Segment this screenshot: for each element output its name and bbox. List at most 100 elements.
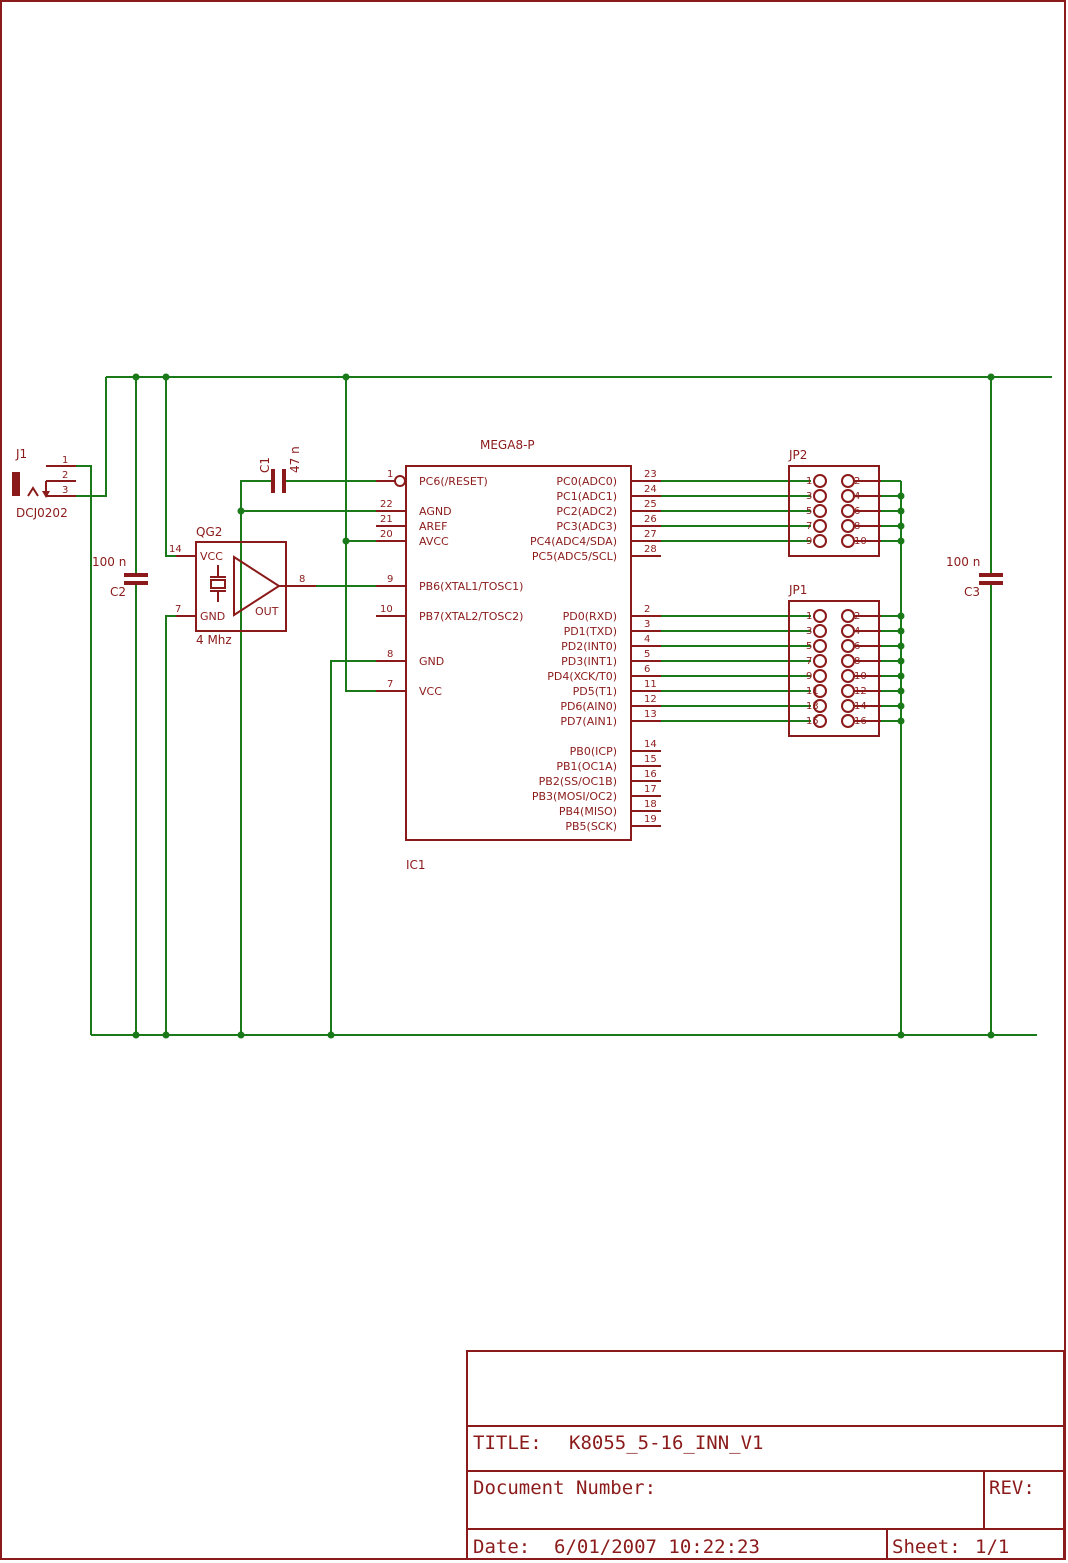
junction-dot (132, 1031, 140, 1039)
jp1-pin-odd (813, 624, 827, 638)
ic1-left-pin-number: 22 (380, 499, 393, 510)
ic1-right-pin-label: PC3(ADC3) (556, 520, 617, 533)
c1-name: C1 (258, 457, 272, 473)
junction-dot (897, 507, 905, 515)
j1-connector: J1 DCJ0202 1 2 3 (12, 447, 76, 520)
j1-vcc-wire (76, 377, 107, 497)
ic1-left-pin-label: PB6(XTAL1/TOSC1) (419, 580, 523, 593)
jp1-pin-number: 15 (806, 716, 819, 727)
ic1-right-pin-number: 16 (644, 769, 657, 780)
jp1-pin-odd (813, 699, 827, 713)
c2-name: C2 (110, 585, 126, 599)
qg2-gnd-wire (165, 615, 196, 1035)
jp1-pin-number: 11 (806, 686, 819, 697)
ic1-right-pin-label: PB2(SS/OC1B) (539, 775, 617, 788)
ic1-right-pin-label: PC0(ADC0) (556, 475, 617, 488)
junction-dot (987, 373, 995, 381)
junction-dot (897, 627, 905, 635)
jp2-pin-odd (813, 519, 827, 533)
ic1-left-pin-label: AGND (419, 505, 452, 518)
jp2-pin-number: 7 (806, 521, 812, 532)
jp1-pin-number: 7 (806, 656, 812, 667)
ic1-left-pin-number: 8 (387, 649, 393, 660)
ic1-right-pin-label: PD2(INT0) (561, 640, 617, 653)
doc-number-label: Document Number: (473, 1477, 656, 1499)
jp1-pin-even (841, 669, 855, 683)
ic1-left-pin-label: AVCC (419, 535, 449, 548)
c1-left-wire (240, 480, 271, 1035)
junction-dot (897, 657, 905, 665)
avcc-vcc-wire (345, 377, 376, 692)
ic1-right-pin-label: PD1(TXD) (564, 625, 617, 638)
ic1-right-pin-number: 27 (644, 529, 657, 540)
jp1-pin-number: 3 (806, 626, 812, 637)
ic1-right-pins: 23PC0(ADC0)24PC1(ADC1)25PC2(ADC2)26PC3(A… (530, 469, 661, 833)
junction-dot (327, 1031, 335, 1039)
junction-dot (897, 612, 905, 620)
qg2-pin-vcc: 14 (169, 544, 182, 555)
junctions (132, 373, 995, 1039)
ic1-left-pin-label: VCC (419, 685, 442, 698)
c3-name: C3 (964, 585, 980, 599)
jp2-name: JP2 (788, 448, 807, 462)
ic1-right-pin-number: 13 (644, 709, 657, 720)
ic1-right-pin-number: 15 (644, 754, 657, 765)
j1-pin-2: 2 (62, 470, 68, 481)
junction-dot (237, 507, 245, 515)
junction-dot (897, 702, 905, 710)
jp2-pin-even (841, 474, 855, 488)
ic1-right-pin-label: PD3(INT1) (561, 655, 617, 668)
ic1-right-pin-label: PC5(ADC5/SCL) (532, 550, 617, 563)
ic1-right-pin-label: PB5(SCK) (565, 820, 617, 833)
ic1-left-pins: 1PC6(/RESET)22AGND21AREF20AVCC9PB6(XTAL1… (376, 469, 523, 698)
ic1-right-pin-number: 26 (644, 514, 657, 525)
jp1-name: JP1 (788, 583, 807, 597)
ic1-right-pin-number: 25 (644, 499, 657, 510)
junction-dot (897, 687, 905, 695)
wires (76, 373, 1052, 1039)
jp1-pin-number: 1 (806, 611, 812, 622)
jp1-pin-number: 4 (854, 626, 860, 637)
ic1-left-pin-number: 9 (387, 574, 393, 585)
junction-dot (987, 1031, 995, 1039)
ic-gnd-wire (330, 660, 376, 1035)
ic1-left-pin-label: GND (419, 655, 444, 668)
ic1-left-pin-number: 10 (380, 604, 393, 615)
ic1-right-pin-label: PC1(ADC1) (556, 490, 617, 503)
junction-dot (897, 717, 905, 725)
ic1-left-pin-number: 7 (387, 679, 393, 690)
qg2-gnd-label: GND (200, 610, 225, 623)
ic1-value: MEGA8-P (480, 438, 535, 452)
ic1-left-pin-number: 20 (380, 529, 393, 540)
jp2-pin-number: 3 (806, 491, 812, 502)
qg2-oscillator: QG2 4 Mhz VCC GND OUT 14 7 8 (169, 525, 316, 647)
c2-capacitor: 100 n C2 (92, 555, 148, 599)
jp2-pin-number: 5 (806, 506, 812, 517)
ic1-name: IC1 (406, 858, 426, 872)
jp2-pin-odd (813, 474, 827, 488)
ic1-left-pin-label: AREF (419, 520, 447, 533)
date-value: 6/01/2007 10:22:23 (554, 1536, 760, 1558)
j1-pin-1: 1 (62, 455, 68, 466)
qg2-vcc-wire (165, 377, 196, 557)
c3-value: 100 n (946, 555, 980, 569)
jp1-pin-number: 13 (806, 701, 819, 712)
junction-dot (897, 522, 905, 530)
jp1-pin-even (841, 699, 855, 713)
j1-pin-3: 3 (62, 485, 68, 496)
sheet-label: Sheet: (892, 1536, 961, 1558)
jp2-pin-number: 2 (854, 476, 860, 487)
jp1-pin-even (841, 609, 855, 623)
j1-name: J1 (15, 447, 27, 461)
junction-dot (897, 492, 905, 500)
ic1-right-pin-number: 24 (644, 484, 657, 495)
ic1-right-pin-number: 5 (644, 649, 650, 660)
c1-value: 47 n (288, 446, 302, 473)
ic1-right-pin-number: 23 (644, 469, 657, 480)
jp2-pin-number: 9 (806, 536, 812, 547)
title-block: TITLE: K8055_5-16_INN_V1 Document Number… (466, 1350, 1065, 1560)
sheet-value: 1/1 (975, 1536, 1009, 1558)
